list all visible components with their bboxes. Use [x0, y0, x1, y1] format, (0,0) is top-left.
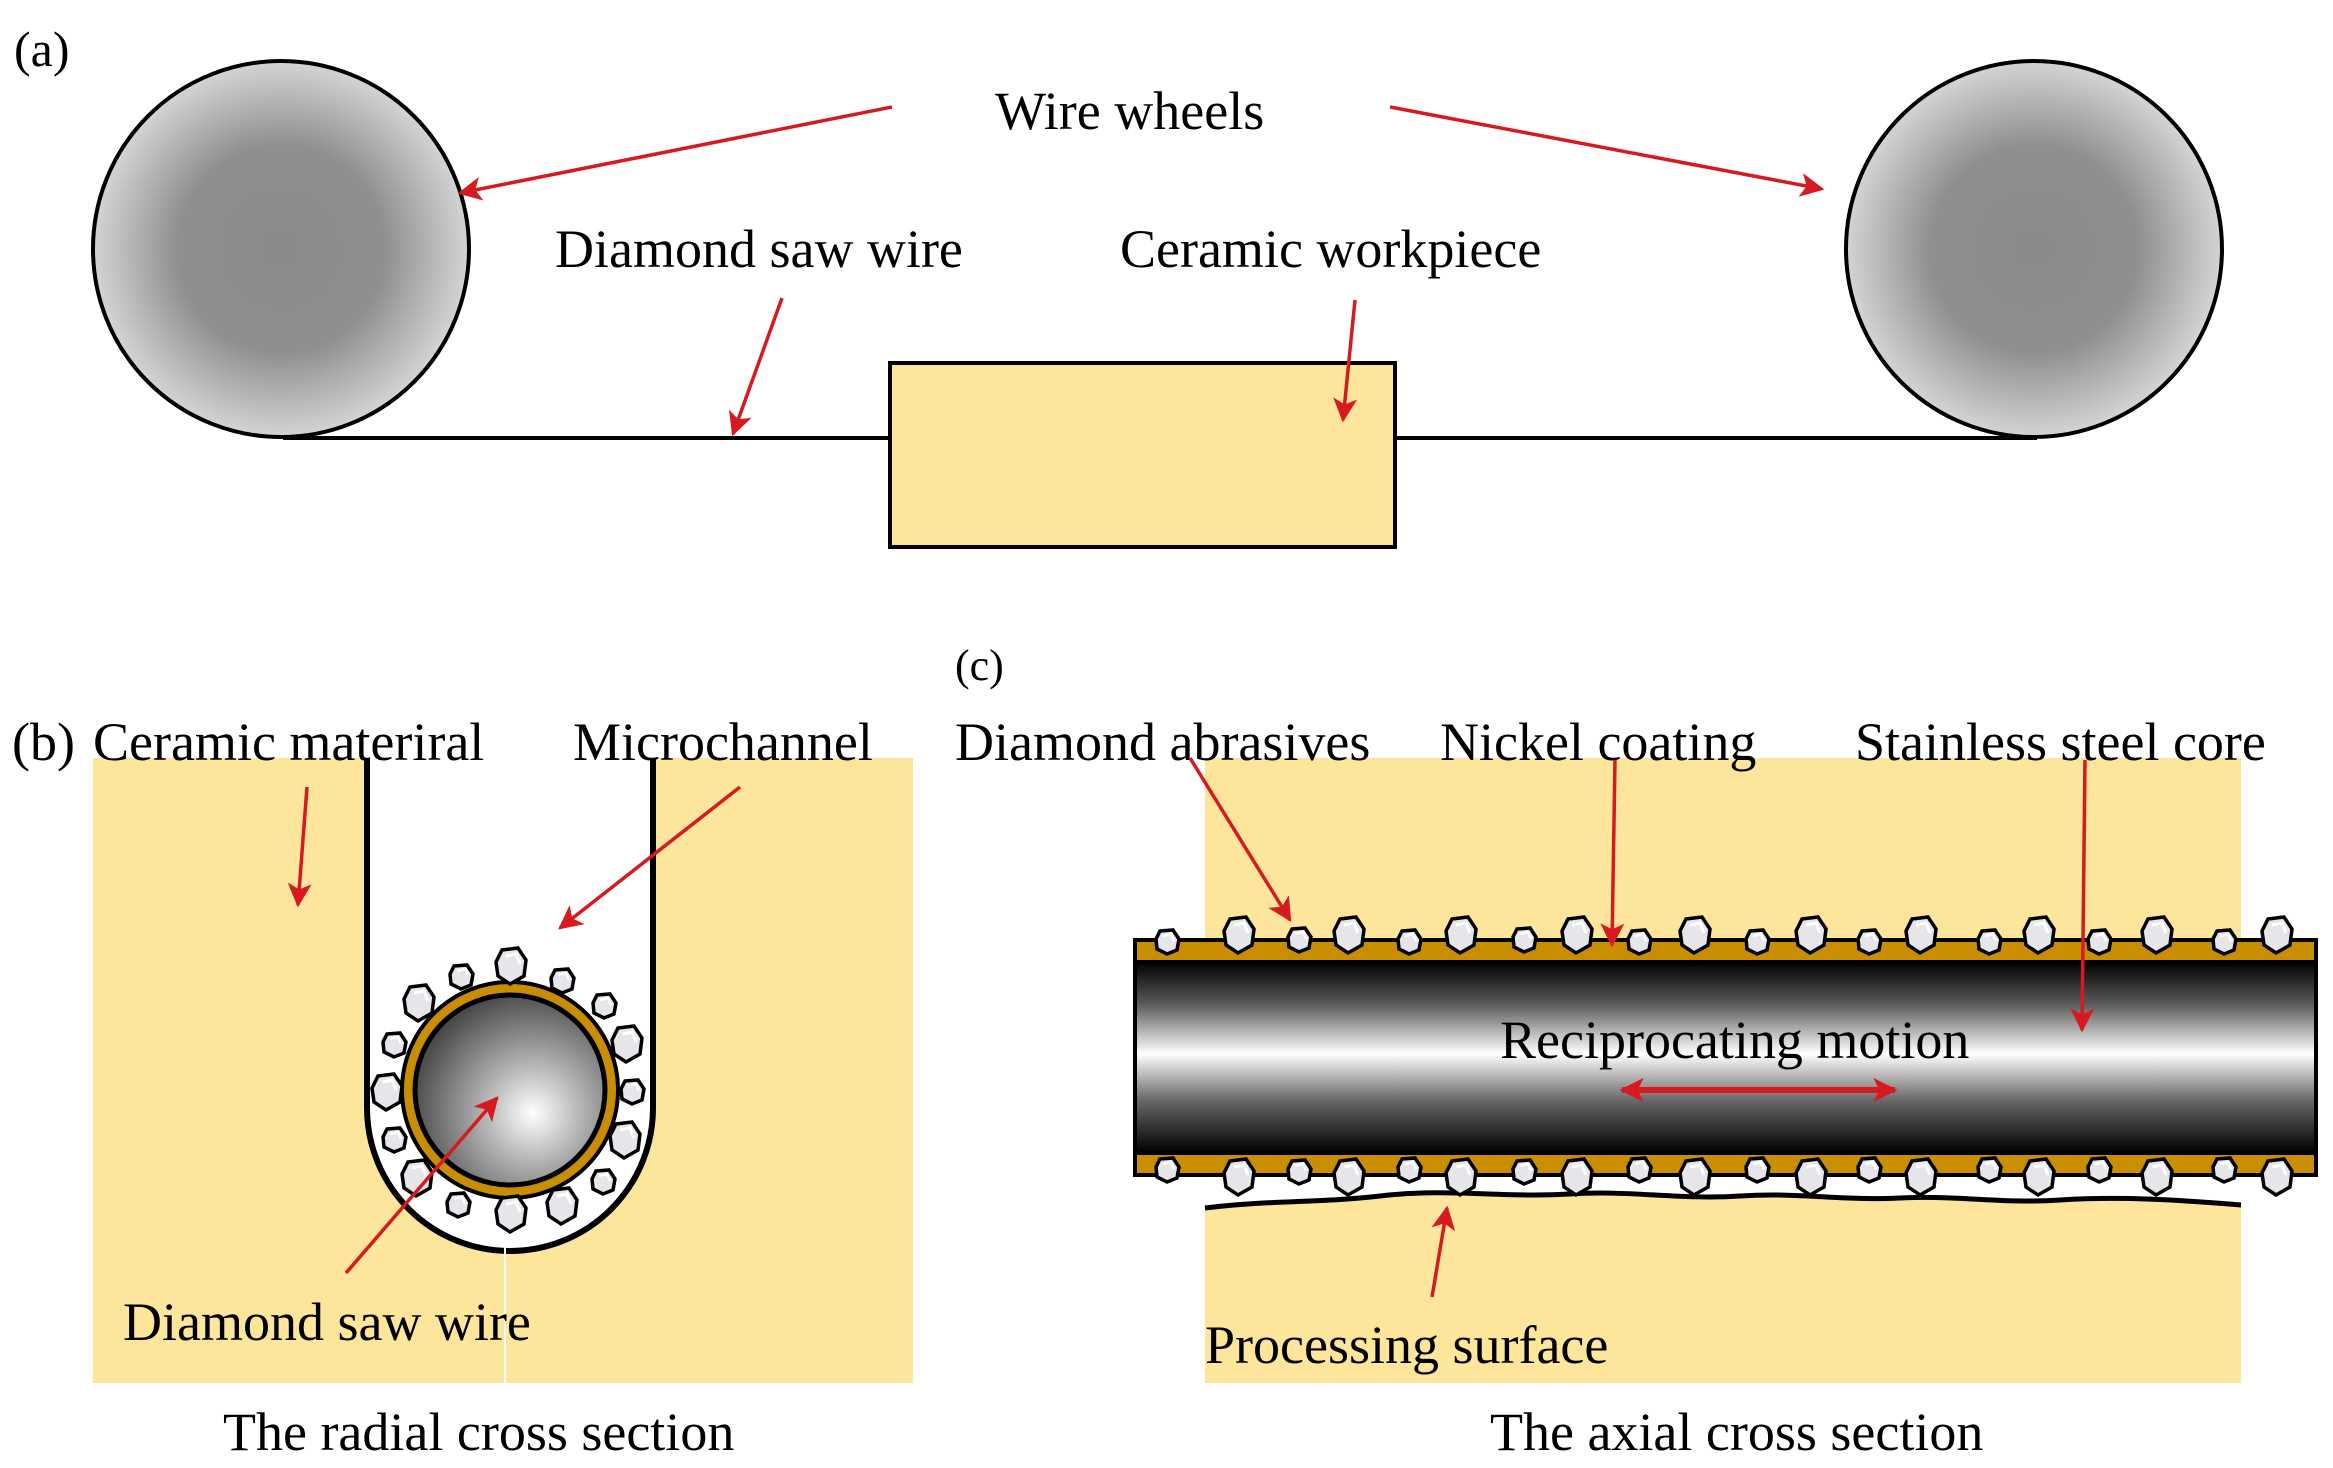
abrasive-grain — [1154, 1156, 1181, 1184]
abrasive-grain — [1560, 1157, 1594, 1197]
abrasive-grain — [2211, 928, 2238, 956]
panel-b: (b) Ceramic materiral Microchannel Diamo… — [12, 712, 913, 1462]
abrasive-grain — [402, 983, 436, 1023]
arrow-stainless-steel-core — [2070, 759, 2095, 1033]
abrasive-grain — [494, 946, 528, 986]
abrasive-grain — [2022, 1157, 2056, 1197]
panel-c-tag: (c) — [955, 641, 1004, 690]
abrasive-grain — [1976, 1156, 2003, 1184]
microchannel-label: Microchannel — [573, 712, 873, 772]
abrasive-grain — [1976, 928, 2003, 956]
abrasive-grain — [2086, 928, 2113, 956]
arrow-wheels-right — [1389, 105, 1825, 197]
abrasive-grain — [1794, 1157, 1828, 1197]
abrasive-grain — [1744, 928, 1771, 956]
diamond-saw-wire-label-top: Diamond saw wire — [555, 219, 963, 279]
abrasive-grain — [1222, 1157, 1256, 1197]
abrasive-grain — [1222, 915, 1256, 955]
panel-c: (c) — [955, 641, 2318, 1462]
abrasive-grain — [370, 1072, 404, 1112]
abrasive-grain — [1444, 915, 1478, 955]
abrasive-grain — [1560, 915, 1594, 955]
abrasive-grain — [610, 1024, 644, 1064]
arrow-diamond-saw-wire-b — [344, 1096, 499, 1275]
abrasive-grain — [1678, 915, 1712, 955]
axial-cross-section-caption: The axial cross section — [1490, 1402, 1983, 1462]
nickel-coating-label: Nickel coating — [1440, 712, 1756, 772]
reciprocating-motion-label: Reciprocating motion — [1500, 1010, 1969, 1070]
abrasive-grain — [2086, 1156, 2113, 1184]
abrasive-grain — [1511, 1158, 1538, 1186]
arrow-microchannel — [558, 785, 742, 930]
microchannel-wall — [364, 758, 656, 1254]
abrasive-grain — [1626, 928, 1653, 956]
panel-a-tag: (a) — [14, 21, 70, 77]
abrasive-grain — [1626, 1156, 1653, 1184]
arrow-ceramic-material — [287, 786, 312, 908]
abrasive-grain — [445, 1191, 472, 1219]
arrow-processing-surface — [1430, 1205, 1456, 1298]
ceramic-material-label: Ceramic materiral — [93, 712, 484, 772]
abrasive-grain — [1154, 928, 1181, 956]
abrasive-grain — [1396, 1156, 1423, 1184]
abrasive-grain — [381, 1126, 408, 1154]
processing-surface-label: Processing surface — [1205, 1315, 1608, 1375]
abrasive-grain — [2022, 915, 2056, 955]
abrasive-grain — [1396, 928, 1423, 956]
arrow-wheels-left — [457, 105, 893, 201]
panel-b-tag: (b) — [12, 712, 75, 772]
abrasive-grain — [591, 992, 618, 1020]
abrasive-grain — [1286, 926, 1313, 954]
arrow-workpiece — [1333, 299, 1358, 423]
abrasive-grain — [494, 1194, 528, 1234]
abrasive-grain — [1794, 915, 1828, 955]
ceramic-workpiece-label: Ceramic workpiece — [1120, 219, 1541, 279]
stainless-steel-core-c — [1133, 960, 2318, 1155]
abrasive-grain — [1856, 1156, 1883, 1184]
left-wire-wheel — [91, 59, 471, 439]
abrasive-grain — [448, 963, 475, 991]
abrasive-grain — [2260, 915, 2294, 955]
abrasive-grain — [2211, 1156, 2238, 1184]
abrasive-grain — [1511, 926, 1538, 954]
abrasive-grain — [1332, 1157, 1366, 1197]
abrasive-grain — [1332, 915, 1366, 955]
abrasive-grain — [545, 1186, 579, 1226]
abrasive-grain — [1856, 928, 1883, 956]
abrasive-grain — [549, 967, 576, 995]
ceramic-workpiece-block — [888, 361, 1397, 549]
right-wire-wheel — [1844, 59, 2224, 439]
stainless-steel-core-label: Stainless steel core — [1855, 712, 2266, 772]
abrasive-grain — [2140, 1157, 2174, 1197]
abrasive-grain — [1904, 915, 1938, 955]
abrasive-grain — [608, 1120, 642, 1160]
diamond-abrasives-label: Diamond abrasives — [955, 712, 1370, 772]
arrow-diamond-abrasives — [1188, 757, 1292, 923]
radial-cross-section-caption: The radial cross section — [223, 1402, 734, 1462]
abrasive-grain — [1286, 1158, 1313, 1186]
abrasive-grain — [1444, 1157, 1478, 1197]
panel-a: (a) Wire wheels Diamond saw wire Ceramic… — [14, 21, 2224, 549]
abrasive-grain — [1678, 1157, 1712, 1197]
abrasive-grain — [2140, 915, 2174, 955]
abrasive-grain — [1744, 1156, 1771, 1184]
arrow-saw-wire — [729, 297, 784, 437]
abrasive-grain — [619, 1078, 646, 1106]
abrasive-grain — [2260, 1157, 2294, 1197]
wire-wheels-label: Wire wheels — [995, 81, 1264, 141]
abrasive-grain — [381, 1031, 408, 1059]
steel-core-b — [412, 992, 608, 1188]
arrow-nickel-coating — [1600, 759, 1625, 948]
abrasive-grain — [590, 1168, 617, 1196]
processing-surface-line — [1204, 1190, 2242, 1211]
abrasive-grain — [1904, 1157, 1938, 1197]
diamond-saw-wire-label-bottom: Diamond saw wire — [123, 1292, 531, 1352]
